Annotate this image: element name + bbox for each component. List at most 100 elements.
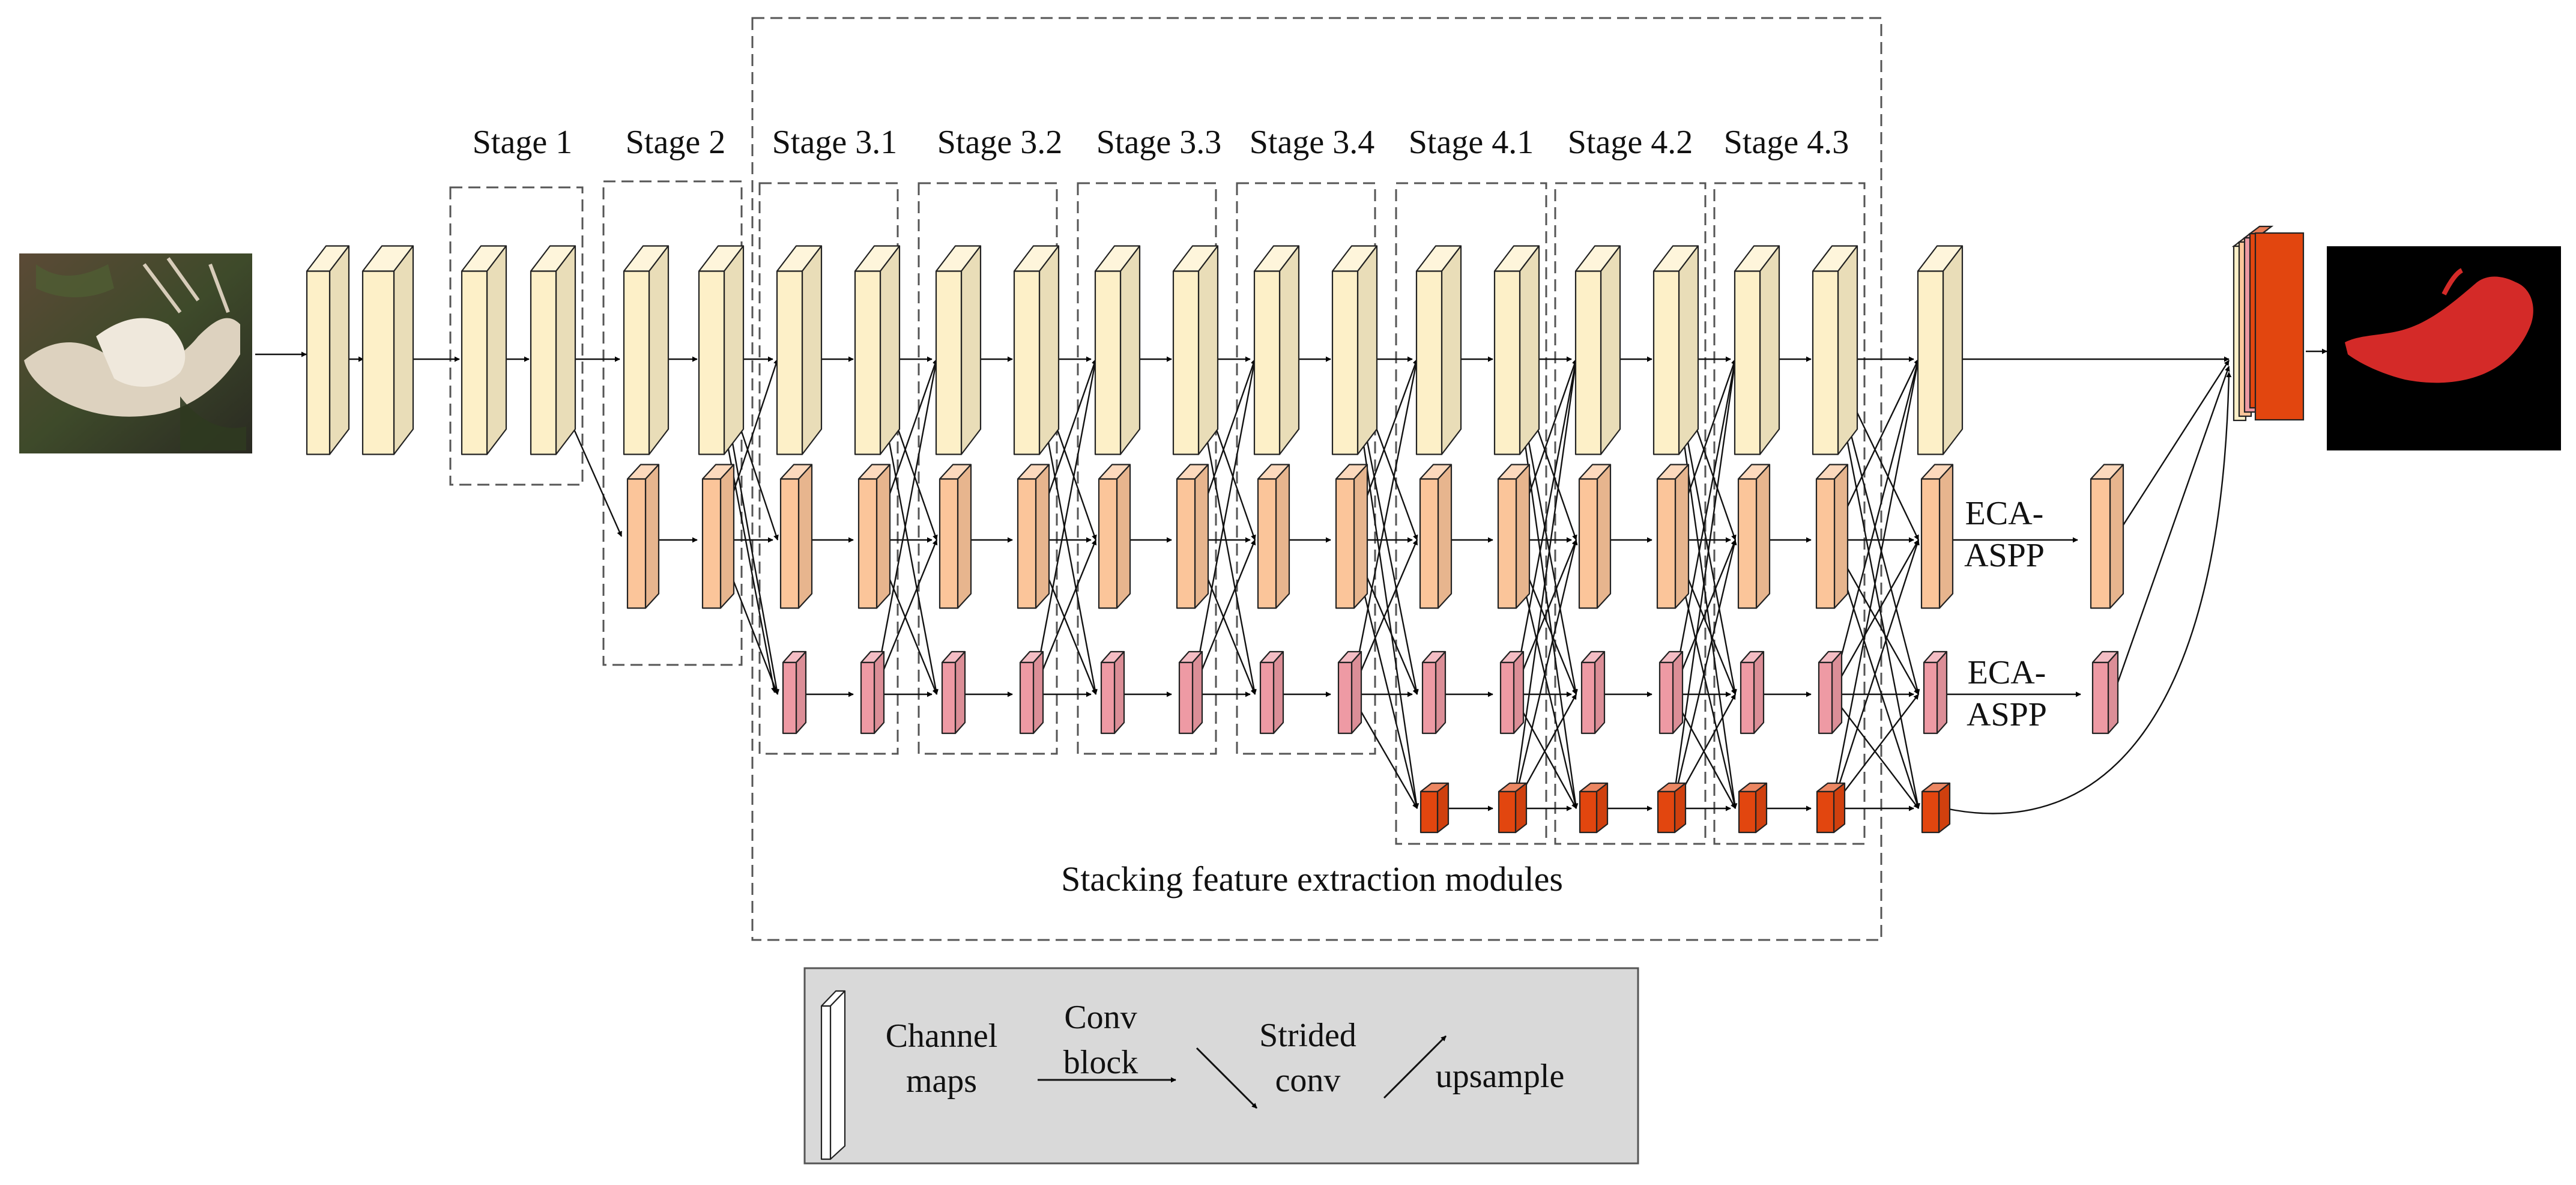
feature-map-row3 bbox=[2091, 650, 2119, 735]
legend-channel-map-icon bbox=[820, 990, 846, 1160]
feature-map-row2 bbox=[1257, 464, 1290, 609]
connection-line bbox=[1945, 372, 2232, 814]
stage-label-5: Stage 3.3 bbox=[1096, 124, 1221, 161]
feature-map-row3 bbox=[1421, 650, 1447, 735]
feature-map-row1 bbox=[1415, 245, 1462, 455]
legend-strided-conv-arrow bbox=[1196, 1047, 1258, 1109]
stage-box-4-1 bbox=[1395, 182, 1547, 845]
feature-map-row2 bbox=[1335, 464, 1368, 609]
eca-aspp-2-label-top: ECA- bbox=[1968, 654, 2046, 691]
feature-map-row3 bbox=[782, 650, 807, 735]
input-satellite-image bbox=[19, 253, 252, 453]
feature-map-row2 bbox=[939, 464, 972, 609]
stage-box-3-3 bbox=[1077, 182, 1217, 755]
stage-label-2: Stage 2 bbox=[626, 124, 725, 161]
feature-map-row3 bbox=[860, 650, 885, 735]
stage-box-1 bbox=[449, 186, 584, 486]
stacking-modules-box bbox=[751, 17, 1882, 941]
connection-line bbox=[2112, 366, 2230, 695]
feature-map-row1 bbox=[854, 245, 901, 455]
feature-map-row2 bbox=[779, 464, 813, 609]
feature-map-row1 bbox=[623, 245, 670, 455]
feature-map-row4 bbox=[1921, 782, 1951, 834]
connection-line bbox=[1191, 359, 1257, 695]
legend-channel-maps-line2: maps bbox=[906, 1062, 977, 1100]
feature-map-row4 bbox=[1657, 782, 1687, 834]
stage-label-1: Stage 1 bbox=[473, 124, 572, 161]
feature-map-row3 bbox=[1100, 650, 1125, 735]
output-segmentation-mask bbox=[2327, 246, 2561, 450]
connection-line bbox=[1830, 539, 1920, 809]
connection-line bbox=[1671, 539, 1737, 809]
feature-map-row4 bbox=[1738, 782, 1768, 834]
feature-map-row3 bbox=[1580, 650, 1606, 735]
legend-strided-conv-line1: Strided bbox=[1259, 1017, 1356, 1054]
stage-label-3: Stage 3.1 bbox=[772, 124, 897, 161]
feature-map-row1 bbox=[1652, 245, 1699, 455]
legend-strided-conv-line2: conv bbox=[1275, 1062, 1341, 1099]
connection-line bbox=[1032, 359, 1098, 695]
connection-line bbox=[1512, 539, 1578, 809]
feature-map-row1 bbox=[306, 245, 350, 455]
feature-map-row3 bbox=[1818, 650, 1843, 735]
feature-map-row1 bbox=[1917, 245, 1964, 455]
feature-map-row3 bbox=[1178, 650, 1203, 735]
feature-map-row1 bbox=[1812, 245, 1858, 455]
feature-map-row2 bbox=[857, 464, 891, 609]
connection-line bbox=[1512, 359, 1578, 695]
connection-line bbox=[1512, 359, 1579, 809]
feature-map-row2 bbox=[1815, 464, 1849, 609]
eca-aspp-2-label-bottom: ASPP bbox=[1967, 696, 2047, 733]
feature-map-row2 bbox=[1737, 464, 1771, 609]
feature-map-row3 bbox=[1923, 650, 1948, 735]
feature-map-row2 bbox=[1098, 464, 1131, 609]
feature-map-row2 bbox=[701, 464, 735, 609]
eca-aspp-1-label-top: ECA- bbox=[1965, 495, 2044, 532]
connection-line bbox=[1831, 694, 1919, 809]
legend-background bbox=[803, 967, 1639, 1165]
legend: Channel maps Conv block Strided conv ups… bbox=[803, 967, 1639, 1165]
feature-map-row1 bbox=[1094, 245, 1141, 455]
feature-map-row3 bbox=[1259, 650, 1284, 735]
feature-map-row4 bbox=[1816, 782, 1846, 834]
feature-map-row2 bbox=[1017, 464, 1050, 609]
stage-label-6: Stage 3.4 bbox=[1250, 124, 1374, 161]
stage-label-8: Stage 4.2 bbox=[1568, 124, 1693, 161]
stage-label-9: Stage 4.3 bbox=[1724, 124, 1849, 161]
feature-map-row3 bbox=[1740, 650, 1765, 735]
feature-map-row1 bbox=[461, 245, 507, 455]
legend-conv-block-line2: block bbox=[1063, 1044, 1138, 1081]
feature-map-row3 bbox=[941, 650, 966, 735]
feature-map-row1 bbox=[1331, 245, 1378, 455]
connection-line bbox=[1830, 539, 1920, 695]
feature-map-row1 bbox=[1253, 245, 1300, 455]
feature-map-row1 bbox=[1013, 245, 1060, 455]
feature-map-row2 bbox=[1419, 464, 1453, 609]
feature-map-row3 bbox=[1337, 650, 1362, 735]
feature-map-row1 bbox=[698, 245, 745, 455]
connection-line bbox=[2112, 360, 2230, 541]
stage-box-3-1 bbox=[758, 182, 899, 755]
feature-map-row1 bbox=[776, 245, 823, 455]
feature-map-row1 bbox=[1172, 245, 1219, 455]
feature-map-row1 bbox=[1493, 245, 1540, 455]
feature-map-row2 bbox=[1497, 464, 1531, 609]
feature-map-row3 bbox=[1499, 650, 1525, 735]
connection-line bbox=[1350, 694, 1418, 809]
connection-line bbox=[872, 359, 939, 695]
feature-map-row2 bbox=[2090, 464, 2124, 609]
feature-map-row1 bbox=[1734, 245, 1780, 455]
connection-line bbox=[1671, 359, 1738, 809]
connection-line bbox=[1830, 359, 1920, 809]
feature-map-row3 bbox=[1658, 650, 1684, 735]
feature-map-row4 bbox=[1579, 782, 1609, 834]
legend-upsample-label: upsample bbox=[1436, 1058, 1565, 1095]
feature-map-row1 bbox=[935, 245, 982, 455]
feature-map-row2 bbox=[1920, 464, 1954, 609]
legend-channel-maps-line1: Channel bbox=[886, 1017, 998, 1055]
feature-map-row3 bbox=[1019, 650, 1044, 735]
feature-map-row4 bbox=[1420, 782, 1450, 834]
feature-map-row2 bbox=[1176, 464, 1209, 609]
feature-map-row1 bbox=[1574, 245, 1621, 455]
